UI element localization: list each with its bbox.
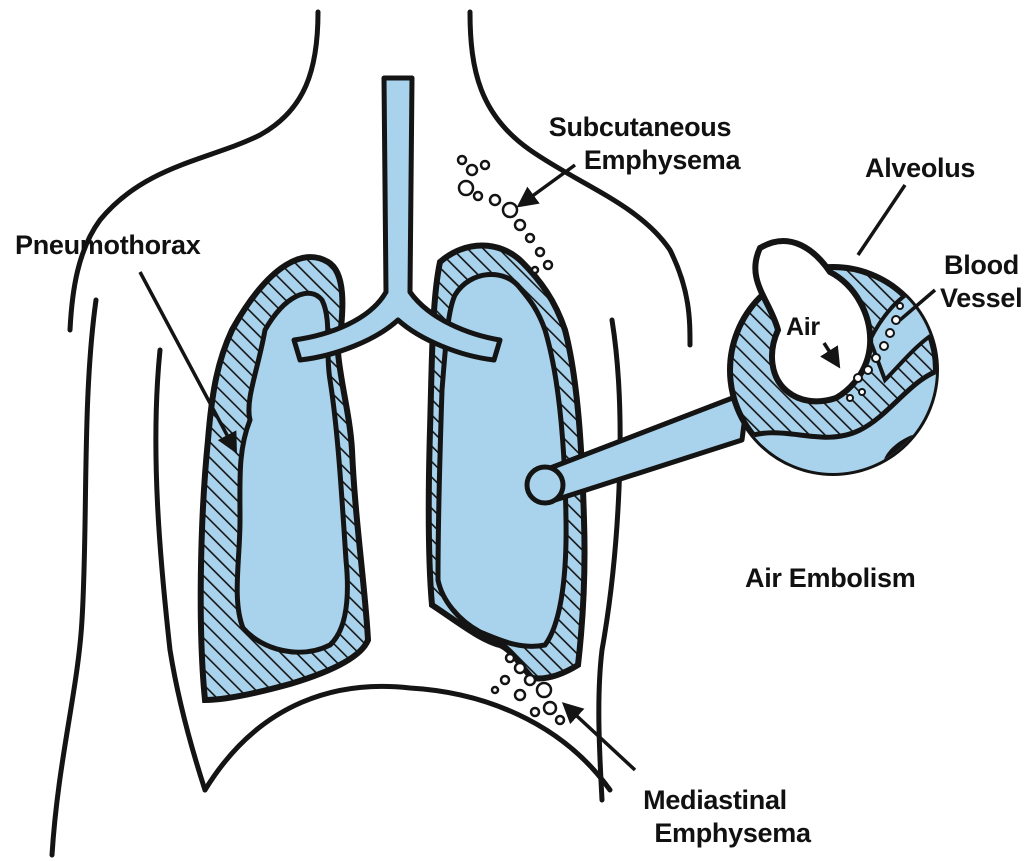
blood-label: Blood: [944, 250, 1019, 280]
subcutaneous-label-line2: Emphysema: [582, 145, 742, 175]
mediastinal-label-line2: Emphysema: [650, 818, 815, 848]
right-torso-line: [599, 320, 620, 800]
pneumothorax-label: Pneumothorax: [15, 230, 200, 260]
left-arm-line: [52, 300, 96, 855]
subcutaneous-arrow: [520, 165, 575, 205]
alveolus-pointer: [858, 185, 905, 255]
left-lung: [201, 257, 368, 700]
alveolus-label: Alveolus: [865, 153, 975, 183]
mediastinal-label-line1: Mediastinal: [630, 785, 800, 815]
left-torso-line: [156, 350, 205, 790]
magnification-origin: [527, 467, 563, 503]
vessel-label: Vessel: [940, 283, 1022, 313]
air-embolism-label: Air Embolism: [745, 563, 915, 593]
air-label: Air: [786, 312, 820, 342]
subcutaneous-label-line1: Subcutaneous: [540, 112, 740, 142]
